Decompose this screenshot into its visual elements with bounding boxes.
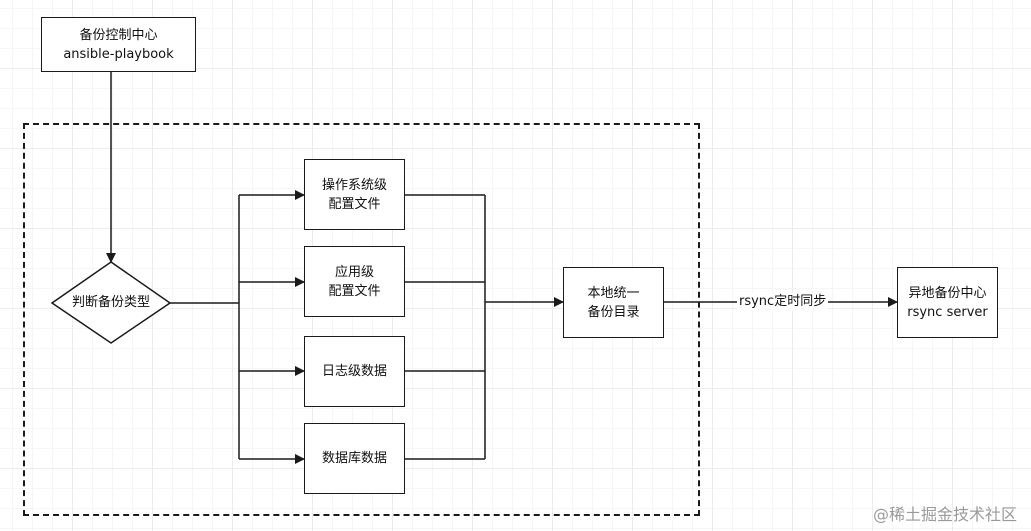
control-center-title: 备份控制中心 (79, 27, 158, 43)
backup-scope-group (23, 123, 700, 516)
local-backup-dir-node[interactable]: 本地统一 备份目录 (563, 267, 664, 338)
remote-center-line2: rsync server (907, 304, 988, 320)
local-dir-line2: 备份目录 (587, 304, 640, 320)
os-config-node[interactable]: 操作系统级 配置文件 (304, 159, 405, 230)
control-center-subtitle: ansible-playbook (63, 46, 174, 62)
app-config-line1: 应用级 (334, 264, 374, 280)
db-data-node[interactable]: 数据库数据 (304, 423, 405, 494)
os-config-line1: 操作系统级 (321, 177, 387, 193)
log-data-node[interactable]: 日志级数据 (304, 336, 405, 407)
os-config-line2: 配置文件 (328, 196, 381, 212)
app-config-line2: 配置文件 (328, 283, 381, 299)
local-dir-line1: 本地统一 (587, 285, 640, 301)
db-data-label: 数据库数据 (321, 451, 387, 466)
decision-diamond (50, 261, 172, 344)
watermark: @稀土掘金技术社区 (872, 505, 1017, 524)
decision-label: 判断备份类型 (71, 295, 150, 310)
log-data-label: 日志级数据 (321, 364, 387, 379)
app-config-node[interactable]: 应用级 配置文件 (304, 246, 405, 317)
rsync-sync-label: rsync定时同步 (737, 293, 829, 311)
control-center-node[interactable]: 备份控制中心 ansible-playbook (41, 17, 196, 72)
remote-center-line1: 异地备份中心 (908, 285, 987, 301)
remote-backup-center-node[interactable]: 异地备份中心 rsync server (897, 267, 998, 338)
